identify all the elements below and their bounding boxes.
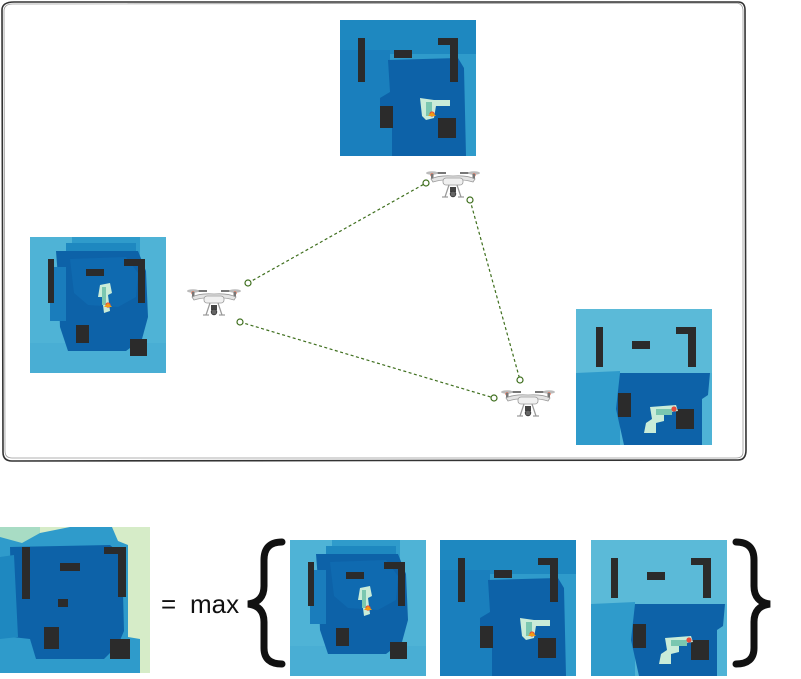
link-endpoint: [422, 179, 430, 187]
panel-map-drone-right: [591, 540, 727, 676]
link-endpoint: [466, 196, 474, 204]
link-endpoint: [244, 279, 252, 287]
link-endpoint: [516, 376, 524, 384]
drone-left-local-map: [30, 237, 166, 373]
right-curly-brace: [732, 538, 771, 668]
panel-map-drone-top: [440, 540, 576, 676]
link-left-right: [239, 321, 495, 399]
drone-left-icon: [186, 288, 242, 316]
left-curly-brace: [247, 538, 286, 668]
environment-frame: [1, 1, 747, 462]
communication-links: [239, 182, 521, 399]
drone-top-local-map: [340, 20, 476, 156]
link-left-top: [247, 182, 427, 284]
link-endpoint: [490, 394, 498, 402]
fused-global-map: [0, 527, 150, 673]
panel-map-drone-left: [290, 540, 426, 676]
equals-sign: =: [161, 589, 176, 619]
drone-right-icon: [500, 389, 556, 417]
link-endpoint: [236, 318, 244, 326]
drone-top-icon: [425, 170, 481, 198]
max-operator: max: [190, 589, 239, 619]
drone-right-local-map: [576, 309, 712, 445]
link-endpoints: [236, 179, 524, 402]
link-top-right: [469, 199, 521, 381]
